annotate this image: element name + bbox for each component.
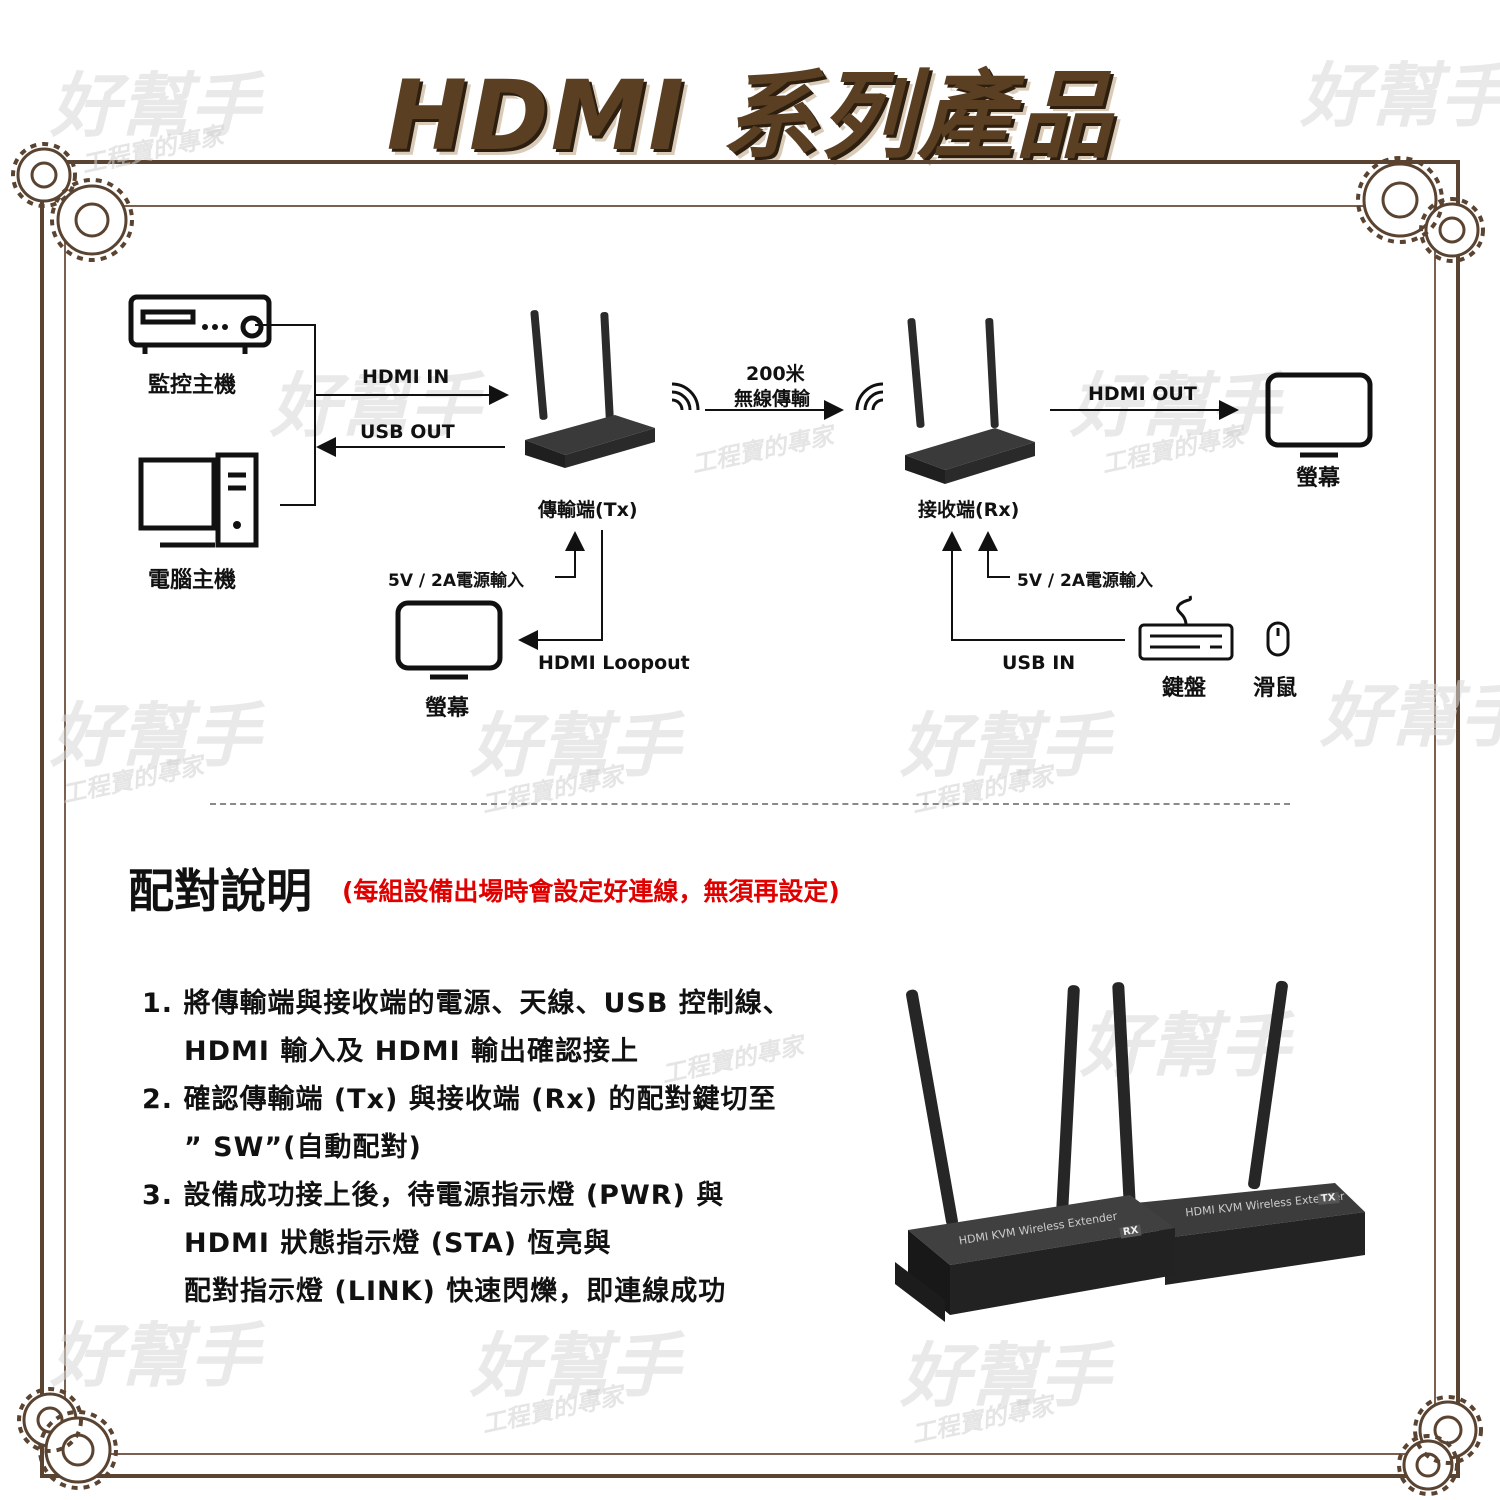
gear-icon bbox=[56, 184, 128, 256]
wireless-label: 無線傳輸 bbox=[734, 388, 811, 410]
watermark: 好幫手 bbox=[470, 705, 680, 787]
watermark: 好幫手 bbox=[1070, 365, 1280, 447]
rx-device-image bbox=[905, 318, 1035, 484]
keyboard-icon bbox=[1138, 595, 1234, 661]
inner-frame bbox=[64, 205, 1436, 1455]
watermark: 好幫手 bbox=[50, 65, 260, 147]
monitor-right-label: 螢幕 bbox=[1296, 466, 1341, 491]
keyboard-label: 鍵盤 bbox=[1162, 676, 1207, 701]
step-2-line-2: ” SW”(自動配對) bbox=[184, 1132, 422, 1163]
pairing-steps: 1. 將傳輸端與接收端的電源、天線、USB 控制線、 HDMI 輸入及 HDMI… bbox=[142, 980, 791, 1316]
nvr-label: 監控主機 bbox=[148, 373, 237, 398]
mouse-label: 滑鼠 bbox=[1253, 676, 1298, 701]
watermark: 好幫手 bbox=[470, 1325, 680, 1407]
wifi-signal-icon bbox=[671, 382, 700, 411]
section-divider bbox=[210, 803, 1290, 805]
wifi-signal-icon bbox=[855, 382, 884, 411]
mouse-icon bbox=[1266, 621, 1290, 657]
monitor-icon bbox=[1265, 372, 1373, 458]
watermark: 好幫手 bbox=[900, 705, 1110, 787]
wireless-distance: 200米 bbox=[746, 363, 805, 385]
tx-power-label: 5V / 2A電源輸入 bbox=[388, 571, 525, 591]
watermark: 好幫手 bbox=[900, 1335, 1110, 1417]
step-2-line-1: 2. 確認傳輸端 (Tx) 與接收端 (Rx) 的配對鍵切至 bbox=[142, 1084, 777, 1115]
watermark: 好幫手 bbox=[1300, 55, 1500, 137]
bracket-line bbox=[255, 324, 316, 506]
tx-power-arrow bbox=[555, 531, 585, 578]
hdmi-in-label: HDMI IN bbox=[362, 366, 450, 388]
rx-power-arrow bbox=[978, 531, 1010, 578]
page-title: HDMI 系列產品 bbox=[386, 60, 1114, 172]
watermark: 好幫手 bbox=[50, 1315, 260, 1397]
usb-in-label: USB IN bbox=[1002, 652, 1076, 674]
hdmi-loopout-label: HDMI Loopout bbox=[538, 652, 690, 674]
tx-label: 傳輸端(Tx) bbox=[538, 499, 638, 521]
pc-label: 電腦主機 bbox=[148, 568, 237, 593]
gear-icon bbox=[1402, 1439, 1454, 1491]
pc-icon bbox=[138, 452, 259, 548]
step-3-line-3: 配對指示燈 (LINK) 快速閃爍，即連線成功 bbox=[184, 1276, 727, 1307]
rx-power-label: 5V / 2A電源輸入 bbox=[1017, 571, 1154, 591]
step-3-line-1: 3. 設備成功接上後，待電源指示燈 (PWR) 與 bbox=[142, 1180, 725, 1211]
monitor-icon bbox=[395, 600, 503, 680]
usb-out-label: USB OUT bbox=[360, 421, 455, 443]
step-3-line-2: HDMI 狀態指示燈 (STA) 恆亮與 bbox=[184, 1228, 612, 1259]
watermark: 好幫手 bbox=[1320, 675, 1500, 757]
hdmi-out-label: HDMI OUT bbox=[1088, 383, 1197, 405]
monitor-left-label: 螢幕 bbox=[425, 696, 470, 721]
tx-badge: TX bbox=[1317, 1191, 1340, 1206]
pairing-note: (每組設備出場時會設定好連線，無須再設定) bbox=[342, 877, 840, 906]
loopout-arrow bbox=[518, 530, 603, 650]
step-1-line-1: 1. 將傳輸端與接收端的電源、天線、USB 控制線、 bbox=[142, 988, 791, 1019]
watermark: 好幫手 bbox=[50, 695, 260, 777]
step-1-line-2: HDMI 輸入及 HDMI 輸出確認接上 bbox=[184, 1036, 640, 1067]
outer-frame bbox=[40, 160, 1460, 1478]
gear-icon bbox=[16, 147, 72, 203]
watermark: 好幫手 bbox=[270, 365, 480, 447]
nvr-icon bbox=[128, 294, 272, 354]
rx-label: 接收端(Rx) bbox=[918, 499, 1020, 521]
tx-device-image bbox=[525, 310, 655, 468]
pairing-title: 配對說明 bbox=[128, 864, 312, 918]
gear-icon bbox=[1362, 162, 1438, 238]
product-photo bbox=[895, 980, 1365, 1322]
usb-in-arrow bbox=[942, 531, 1125, 641]
